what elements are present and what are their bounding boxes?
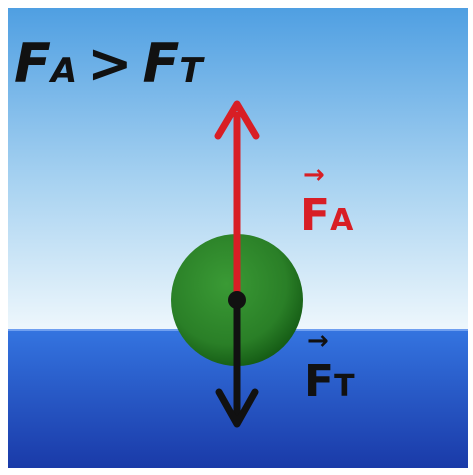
title-force-t: F — [142, 32, 179, 95]
buoyant-force-label: → FA — [300, 160, 354, 241]
gravity-force-label: → FT — [304, 326, 355, 407]
title-force-a: F — [14, 32, 51, 95]
gravity-subscript: T — [334, 369, 355, 404]
gravity-symbol: F — [304, 356, 334, 407]
svg-text:FT: FT — [304, 356, 355, 407]
buoyant-symbol: F — [300, 190, 330, 241]
gravity-force-arrow — [215, 300, 259, 428]
buoyant-subscript: A — [330, 203, 354, 238]
center-point — [228, 291, 246, 309]
title-relation: FA>FT — [14, 32, 205, 95]
title-subscript-t: T — [179, 51, 205, 91]
buoyant-force-arrow — [214, 100, 260, 300]
svg-text:FA: FA — [300, 190, 354, 241]
gravity-vector-arrow: → — [307, 326, 329, 356]
title-subscript-a: A — [48, 51, 77, 91]
buoyant-vector-arrow: → — [303, 160, 325, 190]
title-relation-sign: > — [87, 32, 132, 95]
